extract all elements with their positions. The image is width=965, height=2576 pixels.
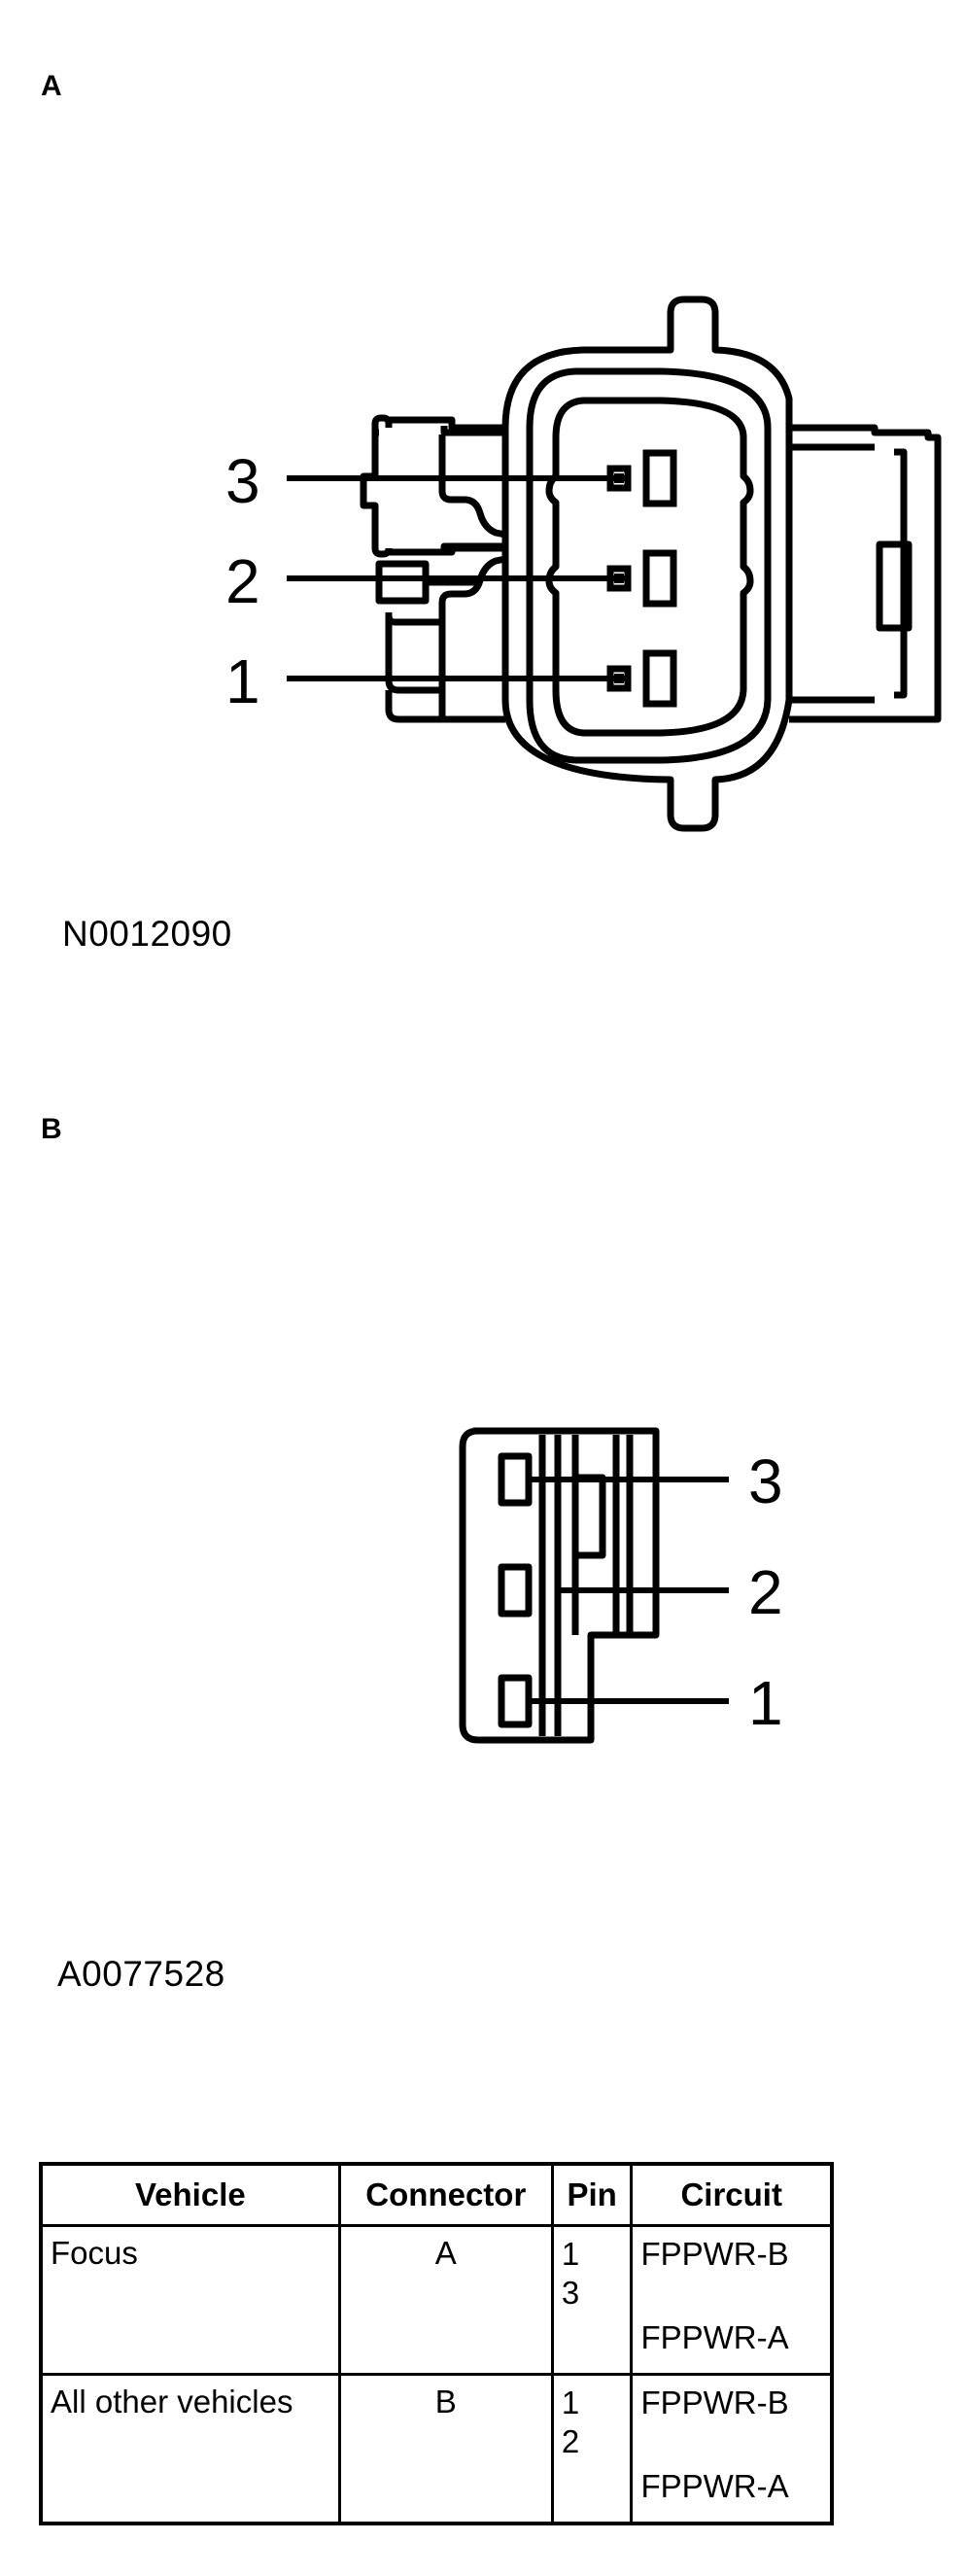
pin-3-slot: [642, 449, 677, 507]
pin-cell: 1 3: [550, 2224, 634, 2376]
circuit-cell: FPPWR-B FPPWR-A: [630, 2224, 834, 2376]
vehicle-cell: Focus: [39, 2224, 341, 2376]
pin-cell: 1 2: [550, 2373, 634, 2525]
pin-value: 1: [561, 2236, 580, 2272]
pin-2-cavity: [498, 1563, 533, 1618]
pin-value: 2: [561, 2423, 580, 2459]
connector-circuit-table: Vehicle Connector Pin Circuit Focus A 1 …: [39, 2162, 834, 2525]
left-latch: [360, 414, 393, 558]
connector-cell: A: [337, 2224, 554, 2376]
table-row: All other vehicles B 1 2 FPPWR-B FPPWR-A: [39, 2373, 834, 2525]
pin-number-b-2: 2: [748, 1557, 783, 1627]
figure-a-label: A: [41, 70, 62, 102]
header-vehicle: Vehicle: [39, 2162, 341, 2227]
pin-number-3: 3: [225, 446, 260, 516]
vehicle-cell: All other vehicles: [39, 2373, 341, 2525]
figure-b-code: A0077528: [57, 1954, 225, 1994]
right-tab: [876, 540, 913, 632]
header-pin: Pin: [550, 2162, 634, 2227]
pin-value: 1: [561, 2385, 580, 2420]
connector-cell: B: [337, 2373, 554, 2525]
pin-1-slot: [642, 649, 677, 708]
circuit-value: FPPWR-B: [640, 2236, 789, 2272]
housing-b: [459, 1427, 660, 1744]
inner-wall: [526, 367, 772, 764]
circuit-value: FPPWR-A: [640, 2468, 789, 2504]
right-body: [789, 424, 942, 723]
pin-1-cavity: [498, 1674, 533, 1728]
circuit-value: FPPWR-B: [640, 2385, 789, 2420]
pin-number-1: 1: [225, 646, 260, 716]
table-header-row: Vehicle Connector Pin Circuit: [39, 2162, 834, 2227]
figure-b-label: B: [41, 1113, 62, 1145]
connector-a-diagram: 3 2 1: [225, 296, 942, 832]
lower-latch-top: [385, 611, 442, 626]
connector-b-diagram: 3 2 1: [459, 1427, 783, 1744]
circuit-value: FPPWR-A: [640, 2319, 789, 2355]
outer-housing: [501, 296, 793, 832]
pin-2-slot: [642, 549, 677, 608]
pin-3-cavity: [498, 1452, 533, 1507]
pin-number-b-1: 1: [748, 1668, 783, 1738]
circuit-cell: FPPWR-B FPPWR-A: [630, 2373, 834, 2525]
pin-number-2: 2: [225, 546, 260, 616]
figure-a-code: N0012090: [62, 914, 232, 954]
header-connector: Connector: [337, 2162, 554, 2227]
header-circuit: Circuit: [630, 2162, 834, 2227]
pin-value: 3: [561, 2275, 580, 2311]
pin-number-b-3: 3: [748, 1446, 783, 1516]
table-row: Focus A 1 3 FPPWR-B FPPWR-A: [39, 2224, 834, 2376]
inner-face: [545, 397, 754, 737]
